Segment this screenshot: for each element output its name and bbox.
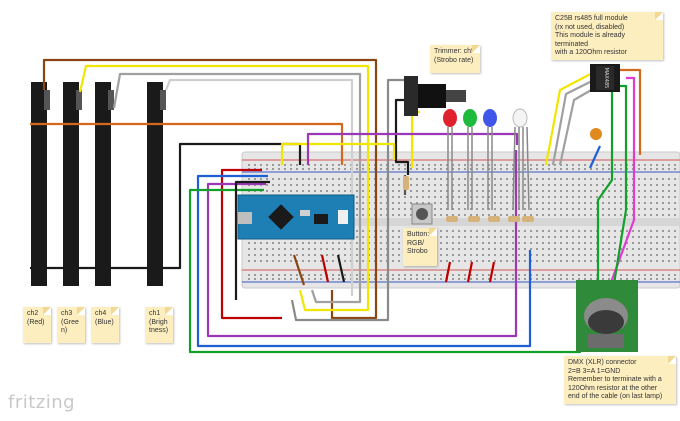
trimmer-potentiometer[interactable] — [404, 76, 466, 116]
resistors — [446, 216, 534, 222]
arduino-nano[interactable] — [237, 194, 355, 240]
note-ch3: ch3 (Gree n) — [57, 307, 85, 343]
note-ch1: ch1 (Brigh tness) — [145, 307, 173, 343]
dmx-xlr-connector[interactable] — [576, 280, 638, 352]
note-button: Button: RGB/ Strobo — [403, 228, 437, 266]
fritzing-logo: fritzing — [8, 392, 76, 413]
max485-module[interactable]: MAX485 — [590, 64, 620, 92]
push-button[interactable] — [411, 203, 433, 225]
led-rgb — [512, 108, 530, 211]
led-blue — [483, 109, 497, 210]
led-red — [443, 109, 457, 210]
slider-ch3[interactable] — [63, 82, 82, 286]
slider-ch1[interactable] — [147, 82, 166, 286]
led-green — [463, 109, 477, 210]
capacitor — [590, 128, 602, 140]
note-c25b-module: C25B rs485 full module (rx not used, dis… — [551, 12, 663, 60]
note-ch2: ch2 (Red) — [23, 307, 51, 343]
slider-ch2[interactable] — [31, 82, 50, 286]
note-trimmer: Trimmer: ch5 (Strobo rate) — [430, 45, 480, 73]
note-ch4: ch4 (Blue) — [91, 307, 119, 343]
note-dmx-connector: DMX (XLR) connector 2=B 3=A 1=GND Rememb… — [564, 356, 676, 404]
resistor-trimmer — [403, 176, 409, 190]
slider-ch4[interactable] — [95, 82, 114, 286]
module-label: MAX485 — [603, 68, 609, 89]
